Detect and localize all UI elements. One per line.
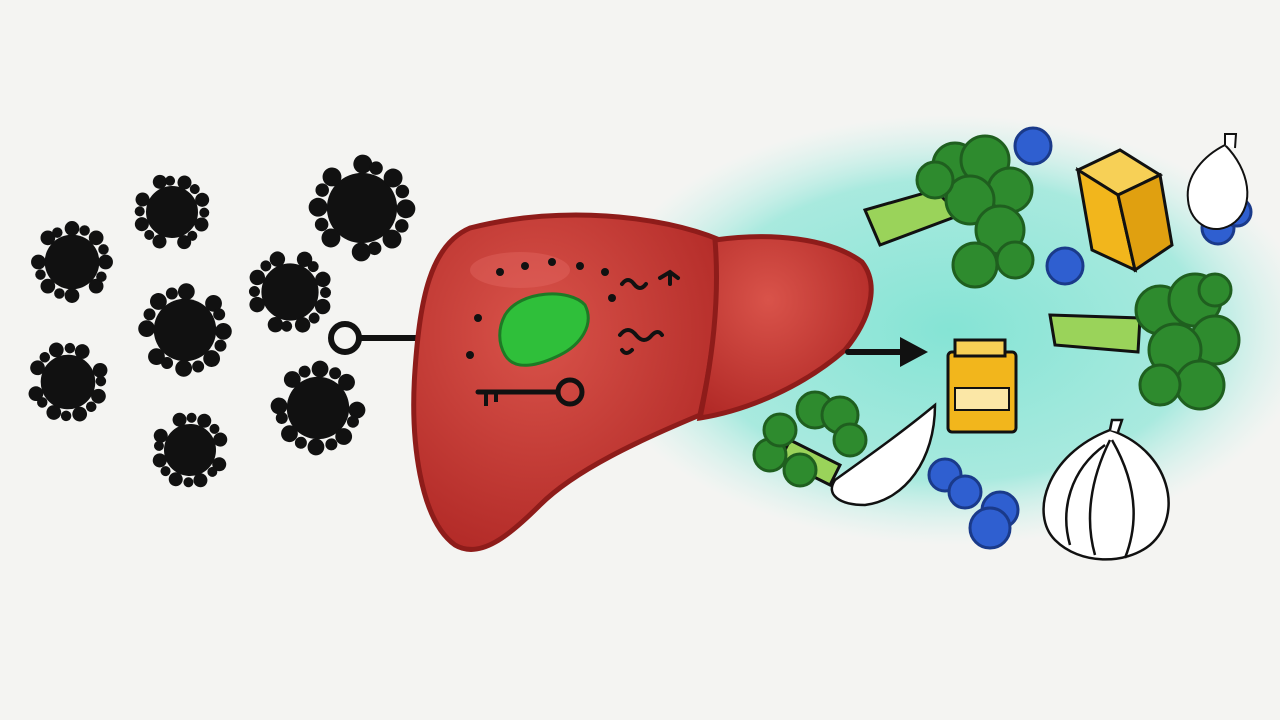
toxin-particle: [234, 236, 346, 348]
toxin-particle: [140, 400, 240, 500]
output-arrow: [845, 337, 928, 367]
toxin-cluster: [13, 133, 437, 500]
garlic-clove: [830, 402, 937, 507]
enzyme-squiggles: [618, 269, 680, 355]
toxin-particle: [136, 281, 234, 379]
garlic-small: [1186, 133, 1249, 230]
gallbladder: [498, 292, 590, 367]
toxin-particle: [120, 160, 224, 264]
liver-right-lobe: [696, 234, 874, 422]
broccoli-bottom: [752, 390, 868, 488]
key-icon: [475, 377, 585, 407]
carton-large: [1074, 148, 1174, 273]
garlic-large: [1042, 418, 1170, 561]
toxin-particle: [31, 221, 113, 303]
toxin-particle: [13, 327, 123, 437]
broccoli-top: [862, 134, 1035, 289]
liver-dots: [466, 258, 616, 359]
broccoli-right: [1048, 272, 1241, 411]
carton-small: [946, 338, 1018, 434]
toxin-particle: [251, 341, 385, 475]
foods-group: [752, 126, 1253, 561]
liver: [411, 212, 874, 552]
